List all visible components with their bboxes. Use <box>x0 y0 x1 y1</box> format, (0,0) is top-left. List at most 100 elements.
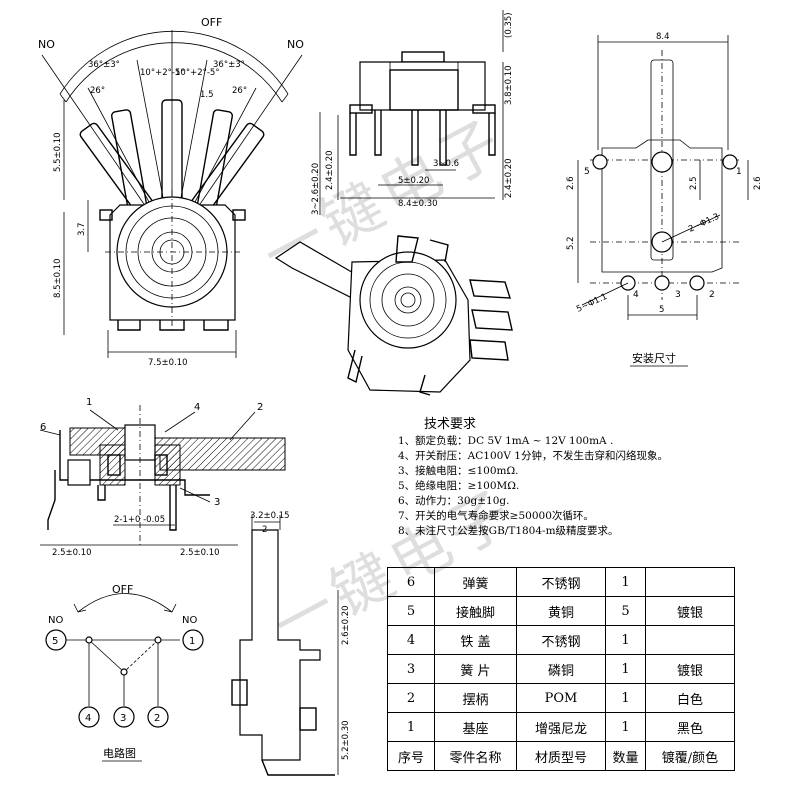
bom-no: 2 <box>387 683 435 713</box>
top-dim-1-5: 1.5 <box>200 90 214 100</box>
bom-qty: 1 <box>605 683 646 713</box>
front-dim-3-0-6: 3~0.6 <box>433 159 459 169</box>
bom-qty: 1 <box>605 712 646 742</box>
table-row: 6 弹簧 不锈钢 1 <box>387 567 735 597</box>
top-angle-26-left: 26° <box>90 86 105 96</box>
top-angle-outer-right: 36°±3° <box>213 60 245 70</box>
mount-dim-5: 5 <box>659 305 664 315</box>
section-callout-4: 4 <box>194 402 200 413</box>
bom-finish: 镀银 <box>645 596 735 626</box>
bom-header-qty: 数量 <box>605 741 646 771</box>
technical-requirements: 技术要求 1、额定负载：DC 5V 1mA ~ 12V 100mA . 4、开关… <box>398 417 758 539</box>
mount-caption: 安装尺寸 <box>632 351 676 365</box>
front-dim-0-35: (0.35) <box>504 12 514 38</box>
bom-no: 6 <box>387 567 435 597</box>
circuit-no-left: NO <box>48 615 63 626</box>
top-dim-5-5: 5.5±0.10 <box>53 132 63 172</box>
bom-finish: 镀银 <box>645 654 735 684</box>
top-angle-inner-right: 10°+2°-5° <box>175 68 220 78</box>
bom-header-no: 序号 <box>387 741 435 771</box>
mount-pin-3: 3 <box>675 290 681 300</box>
section-view: 1 2 3 4 6 2-1+0 -0.05 2.5±0.10 2.5±0.10 <box>39 397 286 558</box>
bom-material: 不锈钢 <box>516 567 606 597</box>
bom-material: POM <box>516 683 606 713</box>
side-dim-2-6: 2.6±0.20 <box>341 605 351 645</box>
bom-name: 簧 片 <box>434 654 517 684</box>
bom-finish: 黑色 <box>645 712 735 742</box>
mounting-view: 8.4 2.6 2.5 2.6 2~Φ1.3 5.2 5~Φ1.1 5 4 3 … <box>566 32 763 367</box>
circuit-node-3: 3 <box>120 713 126 724</box>
bom-qty: 5 <box>605 596 646 626</box>
table-row: 1 基座 增强尼龙 1 黑色 <box>387 712 735 742</box>
mount-dim-8-4: 8.4 <box>656 32 670 42</box>
section-dim-2-1: 2-1+0 -0.05 <box>114 515 165 525</box>
front-dim-8-4: 8.4±0.30 <box>398 199 438 209</box>
mount-dim-2-6-left: 2.6 <box>566 176 576 190</box>
bom-qty: 1 <box>605 654 646 684</box>
circuit-node-5: 5 <box>52 636 58 647</box>
front-dim-3-2-6: 3~2.6±0.20 <box>311 163 321 215</box>
top-dim-8-5: 8.5±0.10 <box>53 258 63 298</box>
bom-no: 5 <box>387 596 435 626</box>
requirement-item: 3、接触电阻：≤100mΩ. <box>398 465 519 477</box>
requirement-item: 4、开关耐压：AC100V 1分钟，不发生击穿和闪络现象。 <box>398 450 668 462</box>
section-callout-2: 2 <box>257 402 263 413</box>
side-dim-2: 2 <box>262 525 267 535</box>
bom-name: 铁 盖 <box>434 625 517 655</box>
front-dim-5: 5±0.20 <box>398 176 429 186</box>
circuit-caption: 电路图 <box>103 747 136 760</box>
front-dim-2-4-left: 2.4±0.20 <box>325 150 335 190</box>
section-callout-3: 3 <box>214 497 220 508</box>
mount-pin-1: 1 <box>736 167 742 177</box>
side-view: 3.2±0.15 2 2.6±0.20 5.2±0.30 <box>231 511 351 776</box>
mount-pin-5: 5 <box>584 167 590 177</box>
section-dim-2-5-right: 2.5±0.10 <box>180 548 220 558</box>
mount-pin-2: 2 <box>709 290 715 300</box>
bom-name: 摆柄 <box>434 683 517 713</box>
mount-hole-2: 2~Φ1.3 <box>687 212 721 235</box>
side-dim-5-2: 5.2±0.30 <box>341 720 351 760</box>
requirement-item: 6、动作力：30g±10g. <box>398 495 510 507</box>
bill-of-materials: 6 弹簧 不锈钢 1 5 接触脚 黄铜 5 镀银 4 铁 盖 不锈钢 1 3 簧… <box>387 567 735 771</box>
bom-header-material: 材质型号 <box>516 741 606 771</box>
section-callout-1: 1 <box>86 397 92 408</box>
table-header-row: 序号 零件名称 材质型号 数量 镀覆/颜色 <box>387 741 735 771</box>
bom-name: 基座 <box>434 712 517 742</box>
bom-header-finish: 镀覆/颜色 <box>645 741 735 771</box>
side-dim-3-2: 3.2±0.15 <box>250 511 290 521</box>
table-row: 5 接触脚 黄铜 5 镀银 <box>387 596 735 626</box>
table-row: 3 簧 片 磷铜 1 镀银 <box>387 654 735 684</box>
requirement-item: 8、未注尺寸公差按GB/T1804-m级精度要求。 <box>398 525 619 537</box>
requirement-item: 7、开关的电气寿命要求≥50000次循环。 <box>398 510 594 522</box>
top-dim-7-5: 7.5±0.10 <box>148 358 188 368</box>
bom-finish <box>645 625 735 655</box>
top-dim-3-7: 3.7 <box>77 222 87 236</box>
bom-finish <box>645 567 735 597</box>
mount-dim-2-5: 2.5 <box>689 176 699 190</box>
table-row: 2 摆柄 POM 1 白色 <box>387 683 735 713</box>
bom-header-name: 零件名称 <box>434 741 517 771</box>
mount-dim-2-6-right: 2.6 <box>753 176 763 190</box>
bom-qty: 1 <box>605 625 646 655</box>
bom-material: 增强尼龙 <box>516 712 606 742</box>
bom-qty: 1 <box>605 567 646 597</box>
circuit-node-1: 1 <box>189 636 195 647</box>
circuit-node-4: 4 <box>85 713 91 724</box>
top-angle-outer-left: 36°±3° <box>88 60 120 70</box>
front-view: (0.35) 3.8±0.10 3~2.6±0.20 2.4±0.20 3~0.… <box>311 10 514 215</box>
section-dim-2-5-left: 2.5±0.10 <box>52 548 92 558</box>
front-dim-2-4-right: 2.4±0.20 <box>504 158 514 198</box>
bom-no: 4 <box>387 625 435 655</box>
top-view: OFF NO NO 36°±3° 36°±3° 10°+2°-5° 10°+2°… <box>38 16 304 368</box>
bom-no: 1 <box>387 712 435 742</box>
isometric-view <box>274 235 513 396</box>
top-no-left-label: NO <box>38 38 55 51</box>
bom-material: 黄铜 <box>516 596 606 626</box>
requirement-item: 1、额定负载：DC 5V 1mA ~ 12V 100mA . <box>398 435 614 447</box>
top-angle-inner-left: 10°+2°-5° <box>140 68 185 78</box>
section-callout-6: 6 <box>40 422 46 433</box>
requirement-item: 5、绝缘电阻：≥100MΩ. <box>398 480 520 492</box>
table-row: 4 铁 盖 不锈钢 1 <box>387 625 735 655</box>
mount-dim-5-2: 5.2 <box>566 236 576 250</box>
